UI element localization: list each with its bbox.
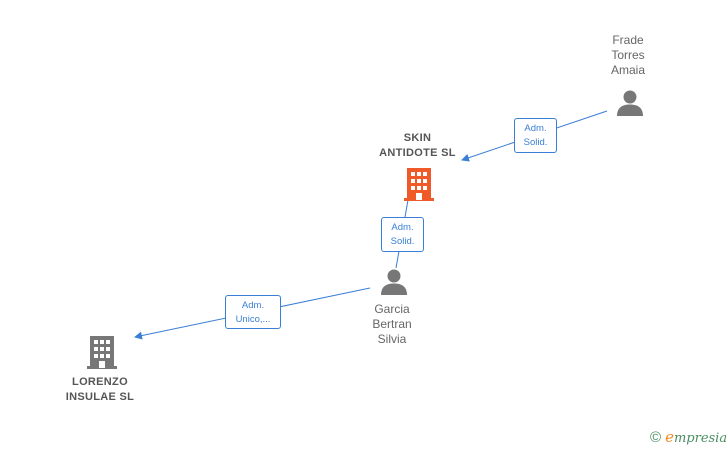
person-label-garcia: Garcia Bertran Silvia [354, 302, 430, 347]
brand-wordmark: empresia [665, 428, 727, 446]
company-label-lorenzo-insulae: LORENZO INSULAE SL [50, 375, 150, 405]
node-line: LORENZO [72, 376, 128, 388]
edge-badge-garcia-lorenzo[interactable]: Adm. Unico,... [225, 295, 281, 329]
person-icon[interactable] [615, 88, 645, 118]
node-line: Silvia [377, 332, 407, 346]
badge-line: Solid. [390, 236, 415, 247]
empresia-logo[interactable]: © empresia [650, 428, 727, 446]
badge-line: Unico,... [235, 314, 271, 325]
badge-line: Adm. [241, 300, 265, 311]
node-line: ANTIDOTE SL [379, 147, 456, 159]
building-icon[interactable] [86, 335, 118, 370]
person-icon[interactable] [379, 267, 409, 297]
edge-badge-garcia-skin[interactable]: Adm. Solid. [381, 217, 424, 252]
brand-rest: mpresia [673, 431, 728, 446]
building-icon[interactable] [403, 167, 435, 202]
edge-badge-frade-skin[interactable]: Adm. Solid. [514, 118, 557, 153]
node-line: INSULAE SL [65, 391, 135, 403]
badge-line: Adm. [524, 123, 547, 134]
person-label-frade: Frade Torres Amaia [590, 33, 666, 78]
node-line: Bertran [372, 317, 412, 331]
copyright-symbol: © [650, 428, 662, 446]
node-line: SKIN [403, 132, 432, 144]
node-line: Garcia [374, 302, 410, 316]
company-label-skin-antidote: SKIN ANTIDOTE SL [360, 131, 475, 161]
node-line: Frade [612, 33, 644, 47]
badge-line: Adm. [391, 222, 414, 233]
node-line: Amaia [610, 63, 645, 77]
badge-line: Solid. [523, 137, 548, 148]
brand-initial: e [665, 428, 674, 446]
node-line: Torres [611, 48, 645, 62]
